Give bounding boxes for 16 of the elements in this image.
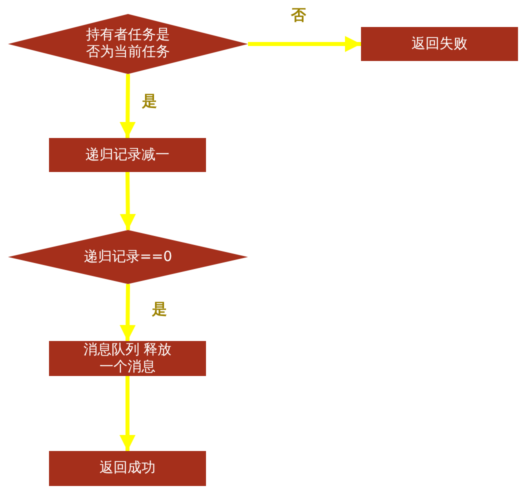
edge-label: 是 [151,300,168,318]
process-box: 返回失败 [361,27,518,61]
arrow [248,36,361,52]
arrow [120,376,136,451]
edge-label: 是 [141,92,158,110]
decision-diamond [8,14,248,74]
decision-diamond [8,230,248,284]
decision-text: 持有者任务是否为当前任务 [85,27,171,61]
arrow [120,172,136,230]
edge-label: 否 [290,6,307,24]
decision-text: 递归记录==0 [84,248,172,266]
arrow [120,284,136,342]
process-box: 递归记录减一 [49,138,206,172]
process-box: 消息队列 释放一个消息 [49,341,206,376]
process-box: 返回成功 [49,451,206,486]
arrow [120,74,136,138]
